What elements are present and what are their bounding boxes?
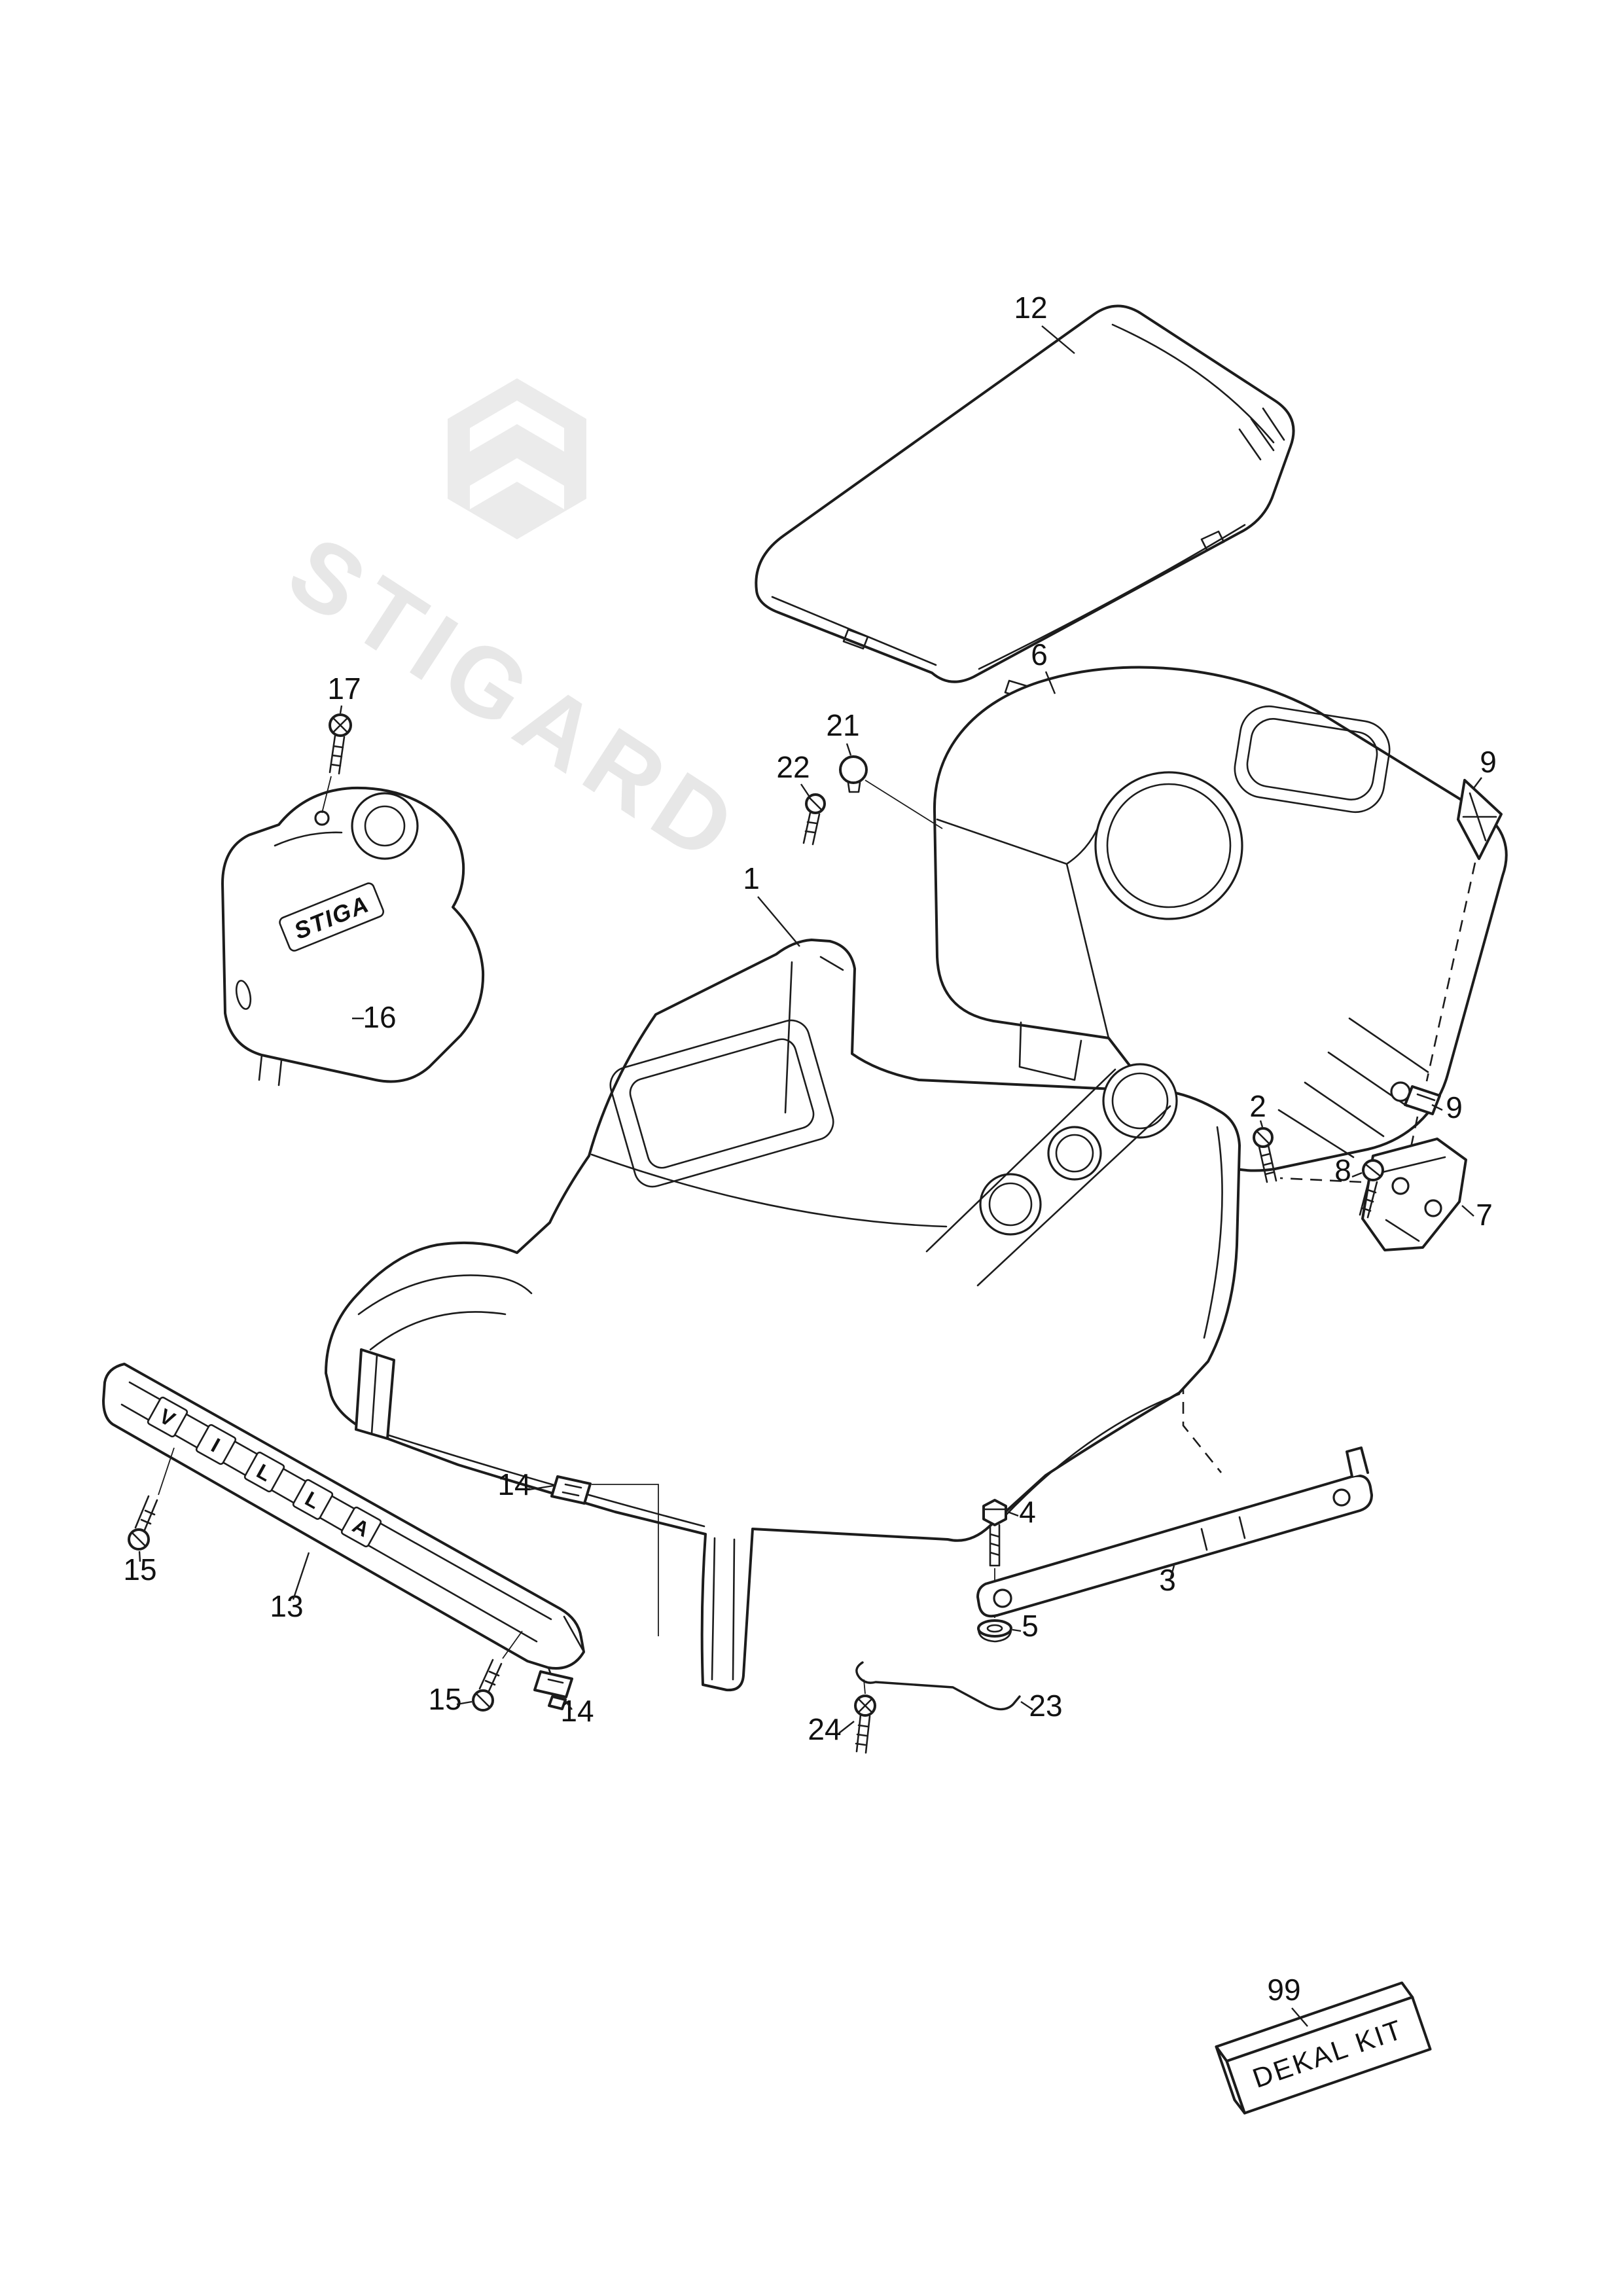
- callout-14-lower: 14: [560, 1694, 594, 1728]
- part-9-fastener: [1390, 1081, 1441, 1115]
- part-99-dekal-kit-box: DEKAL KIT: [1215, 1981, 1432, 2115]
- part-24-screw: [854, 1679, 876, 1754]
- part-21-cap: [839, 755, 868, 793]
- callout-7: 7: [1476, 1198, 1493, 1232]
- callout-5: 5: [1022, 1609, 1039, 1643]
- callout-9-upper: 9: [1480, 745, 1497, 779]
- part-2-screw: [1253, 1127, 1277, 1183]
- callout-14-upper: 14: [497, 1467, 531, 1501]
- part-7-bracket: [1361, 1138, 1467, 1251]
- callout-1: 1: [743, 861, 760, 895]
- part-5-nut: [977, 1619, 1012, 1643]
- callout-8: 8: [1334, 1153, 1351, 1187]
- callout-4: 4: [1019, 1495, 1036, 1529]
- part-14-clip-upper: [550, 1475, 659, 1636]
- part-8-screw: [1359, 1159, 1384, 1219]
- callout-17: 17: [327, 672, 361, 706]
- callout-24: 24: [808, 1712, 841, 1746]
- callout-99: 99: [1267, 1973, 1300, 2007]
- callout-9-lower: 9: [1446, 1090, 1463, 1124]
- part-23-rod: [855, 1661, 1021, 1711]
- leader-line: [865, 780, 943, 829]
- part-13-front-bumper: V I L L A: [102, 1363, 585, 1694]
- alignment-dashed-line: [1182, 1147, 1222, 1473]
- part-6-engine-cover: [933, 666, 1508, 1172]
- part-15-screw-left: [128, 1447, 175, 1551]
- callout-6: 6: [1031, 637, 1048, 672]
- alignment-dashed-line: [1279, 1177, 1362, 1183]
- part-3-support-bracket: [976, 1446, 1373, 1618]
- callout-22: 22: [776, 750, 810, 784]
- callout-13: 13: [270, 1589, 303, 1623]
- callouts: 12 6 9 9 17 21 22 1 16 2 8 7 13 15 14 14: [123, 291, 1497, 2027]
- part-9-wedge: [1457, 779, 1503, 860]
- part-12-hood-panel: [755, 304, 1295, 700]
- callout-12: 12: [1014, 291, 1047, 325]
- callout-23: 23: [1029, 1689, 1062, 1723]
- part-14-clip-lower: [533, 1670, 573, 1710]
- part-16-tank-cover: STIGA: [221, 786, 485, 1086]
- part-17-screw: [321, 713, 352, 814]
- part-1-body-shell: [325, 939, 1241, 1692]
- part-22-screw: [802, 793, 826, 846]
- callout-15-lower: 15: [428, 1682, 461, 1716]
- part-15-screw-lower: [472, 1630, 523, 1712]
- callout-2: 2: [1249, 1089, 1266, 1123]
- callout-16: 16: [363, 1000, 396, 1034]
- alignment-dashed-line: [1425, 862, 1476, 1082]
- callout-21: 21: [826, 708, 859, 742]
